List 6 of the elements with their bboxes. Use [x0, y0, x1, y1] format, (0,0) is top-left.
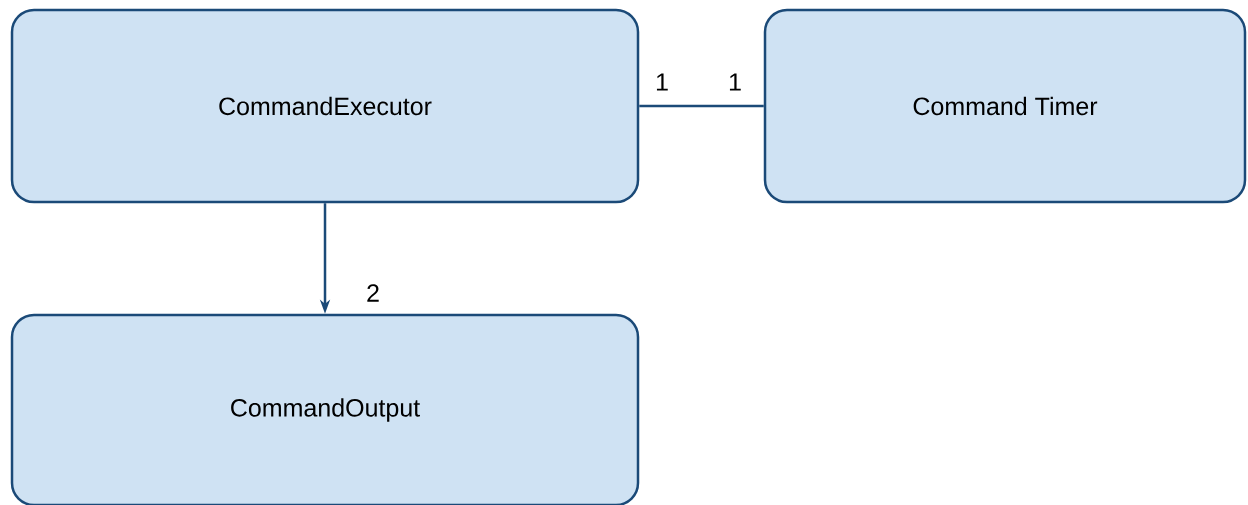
multiplicity-label: 1	[656, 73, 668, 91]
connector-line	[639, 104, 764, 108]
class-box: CommandOutput	[10, 313, 640, 505]
class-box: Command Timer	[763, 8, 1247, 204]
multiplicity-label: 1	[729, 73, 741, 91]
class-box: CommandExecutor	[10, 8, 640, 204]
